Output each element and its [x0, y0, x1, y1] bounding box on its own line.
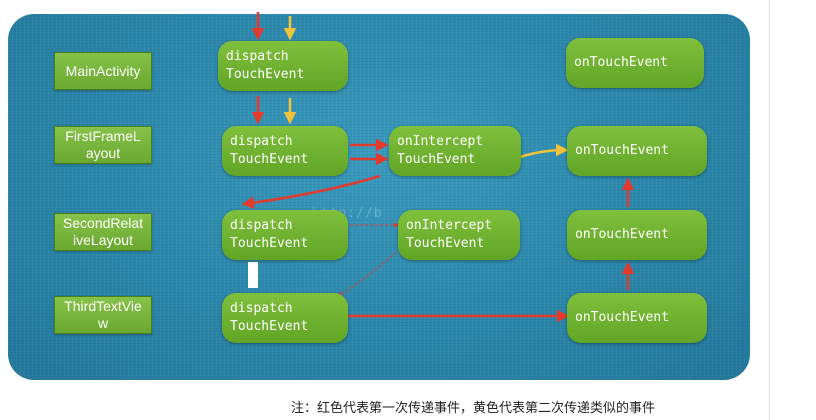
second-intercept-node: onIntercept TouchEvent — [398, 210, 520, 260]
first-intercept-node: onIntercept TouchEvent — [389, 126, 521, 176]
layer-label-main-activity: MainActivity — [54, 52, 152, 90]
layer-label-first-frame-layout: FirstFrameL ayout — [54, 126, 152, 164]
layer-label-third-text-view: ThirdTextVie w — [54, 296, 152, 334]
right-divider — [769, 0, 770, 420]
main-ontouch-node: onTouchEvent — [566, 38, 704, 88]
layer-label-second-relative-layout: SecondRelat iveLayout — [54, 213, 152, 251]
third-dispatch-node: dispatch TouchEvent — [222, 293, 348, 343]
third-ontouch-node: onTouchEvent — [567, 293, 707, 343]
second-dispatch-node: dispatch TouchEvent — [222, 210, 348, 260]
legend-note: 注：红色代表第一次传递事件，黄色代表第二次传递类似的事件 — [291, 401, 656, 416]
second-ontouch-node: onTouchEvent — [567, 210, 707, 260]
first-ontouch-node: onTouchEvent — [567, 126, 707, 176]
white-mark — [248, 262, 258, 288]
main-dispatch-node: dispatch TouchEvent — [218, 41, 348, 91]
first-dispatch-node: dispatch TouchEvent — [222, 126, 348, 176]
